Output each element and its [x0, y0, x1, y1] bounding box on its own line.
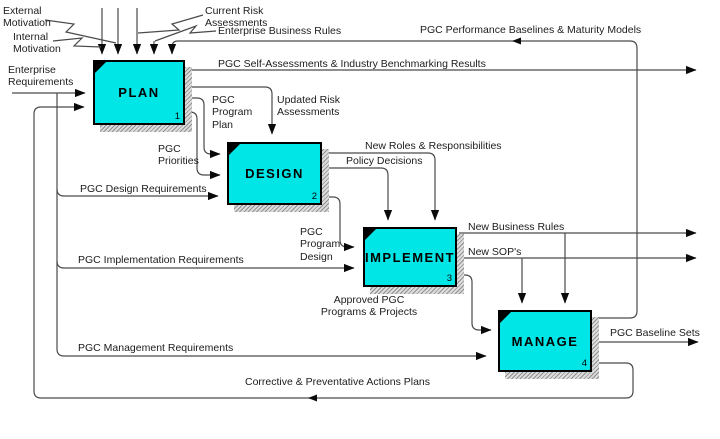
- label-new-sops: New SOP's: [468, 246, 522, 258]
- label-pgc-program-design: PGC Program Design: [300, 226, 341, 263]
- internal-motivation-callout: [52, 37, 102, 48]
- label-enterprise-business-rules: Enterprise Business Rules: [218, 25, 342, 37]
- label-internal-motivation: Internal Motivation: [13, 31, 61, 56]
- corner-fold-icon: [500, 312, 511, 323]
- implementation-requirements-arrow: [56, 260, 355, 273]
- manage-box-number: 4: [581, 358, 587, 369]
- label-new-business-rules: New Business Rules: [468, 221, 565, 233]
- label-pgc-self-assessments: PGC Self-Assessments & Industry Benchmar…: [218, 58, 486, 70]
- corrective-actions-feedback: [33, 102, 634, 399]
- corner-fold-icon: [229, 144, 240, 155]
- design-box-title: DESIGN: [245, 166, 304, 181]
- label-pgc-priorities: PGC Priorities: [158, 143, 199, 168]
- approved-programs-arrow: [459, 274, 492, 335]
- program-design-arrow: [324, 196, 355, 252]
- label-pgc-program-plan: PGC Program Plan: [212, 94, 253, 131]
- new-roles-arrow: [324, 152, 440, 221]
- manage-box-title: MANAGE: [511, 333, 579, 349]
- label-pgc-performance-baselines: PGC Performance Baselines & Maturity Mod…: [420, 24, 642, 36]
- performance-baselines-feedback: [167, 40, 638, 319]
- current-risk-callout: [137, 14, 204, 34]
- plan-box-title: PLAN: [118, 85, 160, 100]
- label-approved-pgc-programs: Approved PGC Programs & Projects: [320, 294, 418, 319]
- label-current-risk-assessments: Current Risk Assessments: [205, 5, 268, 30]
- activity-box-manage: MANAGE 4: [498, 310, 592, 372]
- requirements-branch-vertical: [56, 93, 487, 361]
- program-plan-arrow: [187, 97, 221, 159]
- label-pgc-implementation-requirements: PGC Implementation Requirements: [78, 254, 244, 266]
- design-box-number: 2: [311, 191, 317, 202]
- activity-box-plan: PLAN 1: [93, 60, 185, 125]
- enterprise-business-rules-callout: [154, 24, 217, 42]
- label-enterprise-requirements: Enterprise Requirements: [8, 64, 74, 89]
- external-motivation-callout: [44, 19, 117, 44]
- plan-box-number: 1: [174, 111, 180, 122]
- updated-risk-arrow: [187, 86, 277, 135]
- design-requirements-arrow: [56, 188, 219, 201]
- corner-fold-icon: [365, 229, 376, 240]
- activity-box-design: DESIGN 2: [227, 142, 322, 205]
- corner-fold-icon: [95, 62, 106, 73]
- label-corrective-preventative: Corrective & Preventative Actions Plans: [245, 376, 431, 388]
- corrective-feedback-midarrow: [308, 394, 317, 402]
- label-policy-decisions: Policy Decisions: [346, 155, 423, 167]
- label-pgc-management-requirements: PGC Management Requirements: [78, 342, 234, 354]
- implement-box-number: 3: [446, 273, 452, 284]
- policy-decisions-arrow: [324, 167, 393, 221]
- performance-feedback-midarrow: [512, 37, 521, 45]
- label-pgc-design-requirements: PGC Design Requirements: [80, 183, 207, 195]
- implement-box-title: IMPLEMENT: [364, 249, 456, 265]
- priorities-arrow: [187, 111, 221, 180]
- label-new-roles-responsibilities: New Roles & Responsibilities: [365, 140, 502, 152]
- activity-box-implement: IMPLEMENT 3: [363, 227, 457, 287]
- label-pgc-baseline-sets: PGC Baseline Sets: [610, 327, 700, 339]
- label-external-motivation: External Motivation: [3, 5, 51, 30]
- label-updated-risk-assessments: Updated Risk Assessments: [277, 94, 341, 119]
